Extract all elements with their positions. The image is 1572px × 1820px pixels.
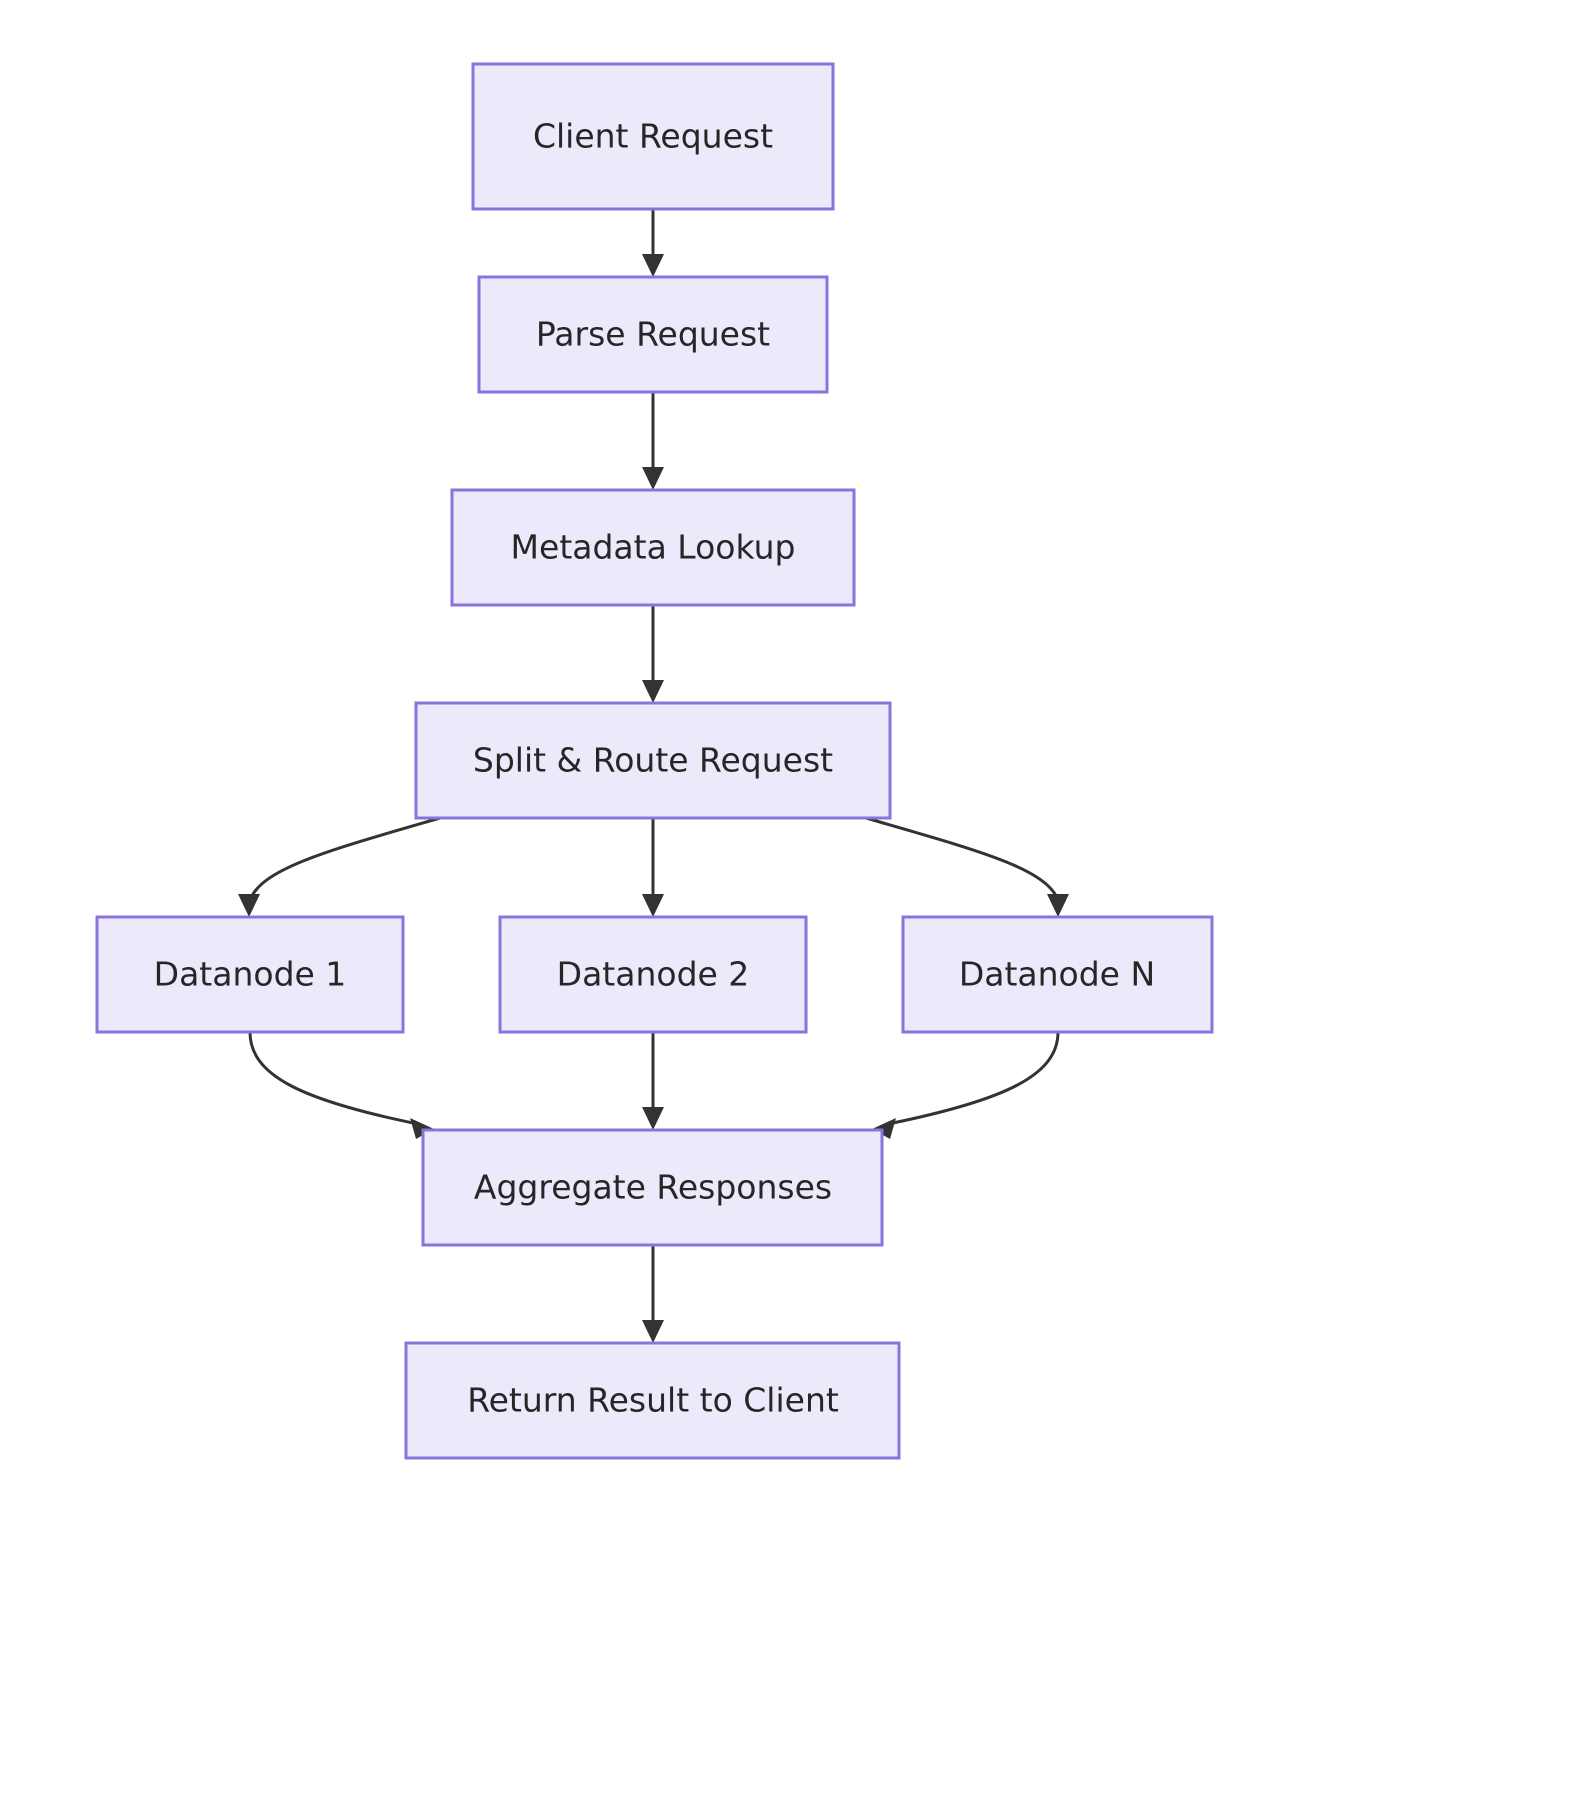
node-datanode-1[interactable]: Datanode 1 (95, 915, 405, 1034)
node-aggregate-responses[interactable]: Aggregate Responses (421, 1128, 884, 1247)
edge-split-route-to-datanode-1 (238, 816, 441, 917)
edge-split-route-to-datanode-2 (642, 818, 664, 917)
edge-datanode-2-to-aggregate (642, 1032, 664, 1130)
edge-split-route-to-datanode-n (865, 816, 1069, 917)
node-parse-request[interactable]: Parse Request (477, 275, 829, 394)
node-label-return-result-to-client: Return Result to Client (467, 1381, 839, 1420)
edge-aggregate-to-return-result (642, 1245, 664, 1343)
node-return-result-to-client[interactable]: Return Result to Client (404, 1341, 901, 1460)
node-datanode-2[interactable]: Datanode 2 (498, 915, 808, 1034)
node-layer: Client Request Parse Request Metadata Lo… (95, 62, 1214, 1460)
node-label-metadata-lookup: Metadata Lookup (511, 528, 796, 567)
node-label-aggregate-responses: Aggregate Responses (474, 1168, 832, 1207)
edge-metadata-lookup-to-split-route (642, 605, 664, 703)
node-split-route-request[interactable]: Split & Route Request (414, 701, 892, 820)
edge-client-request-to-parse-request (642, 209, 664, 277)
node-label-parse-request: Parse Request (536, 315, 770, 354)
node-datanode-n[interactable]: Datanode N (901, 915, 1214, 1034)
node-label-datanode-n: Datanode N (959, 955, 1155, 994)
node-label-client-request: Client Request (533, 117, 773, 156)
node-label-split-route-request: Split & Route Request (473, 741, 833, 780)
node-metadata-lookup[interactable]: Metadata Lookup (450, 488, 856, 607)
edge-parse-request-to-metadata-lookup (642, 392, 664, 490)
edge-datanode-n-to-aggregate (872, 1031, 1060, 1139)
node-label-datanode-2: Datanode 2 (557, 955, 750, 994)
edge-layer (238, 209, 1069, 1343)
edge-datanode-1-to-aggregate (248, 1031, 434, 1139)
node-label-datanode-1: Datanode 1 (154, 955, 347, 994)
node-client-request[interactable]: Client Request (471, 62, 835, 211)
